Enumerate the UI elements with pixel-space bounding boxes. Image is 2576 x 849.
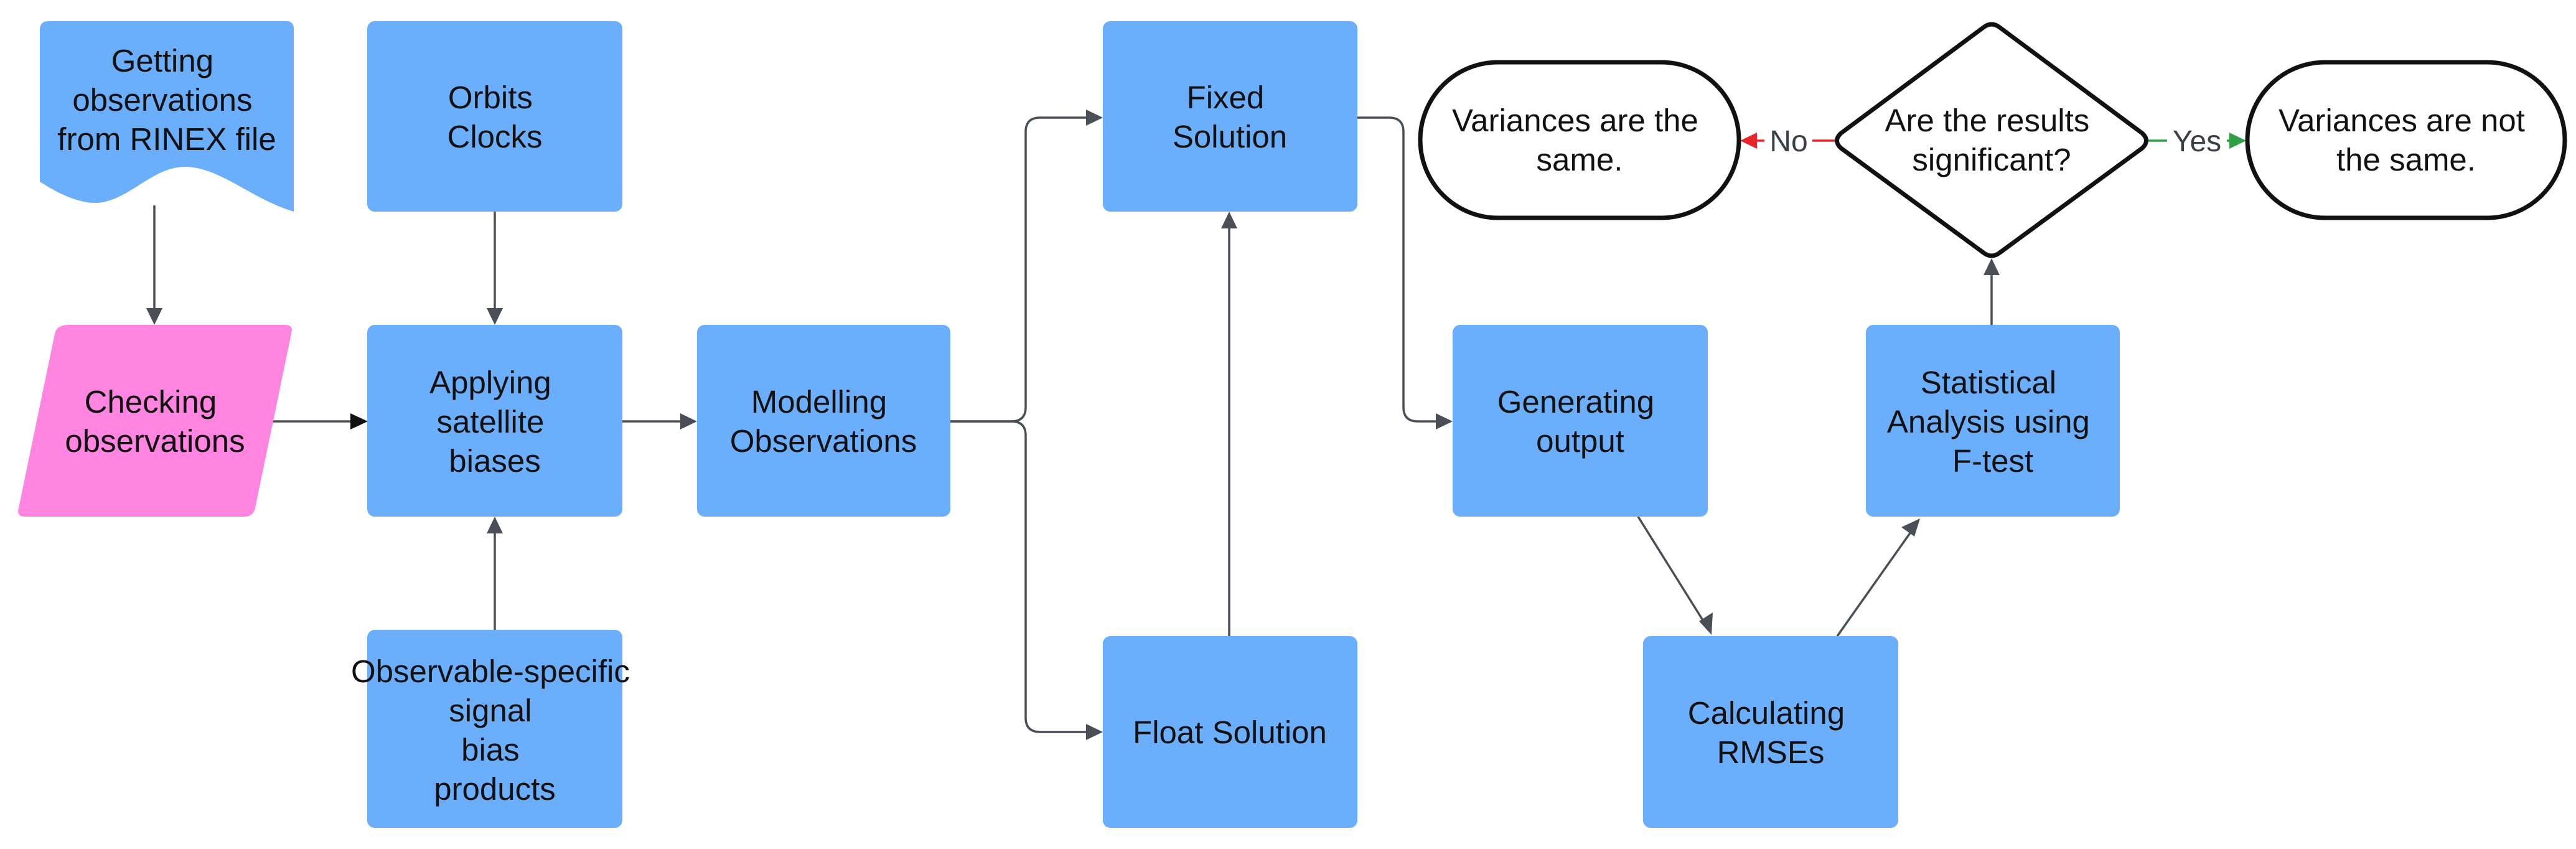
svg-text:Fixed Solution: Fixed Solution [1173,80,1287,154]
node-output-line1: Generating [1497,384,1654,420]
node-modelling: Modelling Observations [697,325,950,517]
arrowhead-yes [2229,133,2246,149]
arrowhead [1436,413,1453,429]
arrowhead [1221,212,1237,228]
node-fixed-line1: Fixed [1187,80,1265,115]
node-output-line2: output [1536,423,1624,459]
node-stat-line3: F-test [1952,443,2033,479]
node-notsame-line2: the same. [2336,142,2476,177]
node-stat-line1: Statistical [1921,365,2056,400]
arrowhead [487,308,503,325]
node-checking-line1: Checking [85,384,217,420]
node-rmse-line2: RMSEs [1717,734,1825,770]
svg-text:Are the results signif: Are the results significant? [1885,103,2099,177]
process-box [1103,636,1357,828]
svg-text:Modelling Observations: Modelling Observations [730,384,917,459]
node-orbits: Orbits Clocks [367,21,622,212]
svg-text:Orbits Clocks: Orbits Clocks [447,80,542,154]
arrowhead-no [1740,133,1757,149]
node-rinex-line3: from RINEX file [57,121,276,157]
svg-text:Checking observations: Checking observations [65,384,245,459]
edge-label-yes: Yes [2173,125,2221,158]
svg-text:Applying satellite: Applying satellite biases [429,365,560,479]
decision-diamond [1835,22,2148,258]
node-decision-line1: Are the results [1885,103,2090,138]
node-fixed-line2: Solution [1173,119,1287,154]
node-float-line1: Float Solution [1133,715,1327,750]
node-applying-line1: Applying [429,365,551,400]
edge-fixed-to-output [1357,116,1438,423]
arrowhead [350,413,368,429]
process-box [1643,636,1898,828]
svg-text:Calculating RMSEs: Calculating RMSEs [1688,695,1853,770]
process-box [1453,325,1708,517]
node-decision-line2: significant? [1912,142,2071,177]
svg-text:Float Solution: Float Solution [1133,715,1327,750]
arrowhead [1086,110,1103,126]
svg-text:Getting observations: Getting observations from RINEX file [57,43,276,157]
edge-rmse-to-stat [1836,531,1912,637]
node-applying-line2: satellite [436,404,544,439]
node-rmse-line1: Calculating [1688,695,1845,731]
arrowhead [680,413,697,429]
arrowhead [1086,724,1103,740]
node-osb: Observable-specific signal bias products [351,630,639,828]
node-modelling-line1: Modelling [751,384,887,420]
node-rinex-line1: Getting [111,43,213,78]
node-modelling-line2: Observations [730,423,917,459]
node-decision: Are the results significant? [1835,22,2148,258]
node-notsame: Variances are not the same. [2245,60,2567,220]
node-stat-line2: Analysis using [1887,404,2090,439]
process-box [367,325,622,517]
arrowhead [1699,612,1713,635]
node-float: Float Solution [1103,636,1357,828]
svg-text:Variances are the same: Variances are the same. [1452,103,1707,177]
node-osb-line1: Observable-specific [351,654,630,689]
node-same: Variances are the same. [1418,60,1741,220]
arrowhead [487,517,503,533]
node-stat: Statistical Analysis using F-test [1866,325,2120,517]
node-osb-line4: products [434,771,556,807]
node-notsame-line1: Variances are not [2279,103,2525,138]
edge-output-to-rmse [1637,516,1705,622]
process-box [367,21,622,212]
node-orbits-line1: Orbits [448,80,533,115]
node-checking: Checking observations [18,325,292,517]
terminal-shape [2245,60,2567,220]
nodes: Getting observations from RINEX file Orb… [18,21,2567,828]
process-box [367,630,622,828]
terminal-shape [1418,60,1741,220]
node-osb-line2: signal [449,693,532,728]
edge-modelling-to-fixed [950,116,1088,423]
node-rinex: Getting observations from RINEX file [40,21,294,212]
node-orbits-line2: Clocks [447,119,542,154]
node-rinex-line2: observations [72,82,252,118]
process-box [1866,325,2120,517]
node-checking-line2: observations [65,423,245,459]
parallelogram-shape [18,325,292,517]
svg-text:Generating output: Generating output [1497,384,1664,459]
node-applying: Applying satellite biases [367,325,622,517]
arrowhead [1984,258,2000,275]
process-box [697,325,950,517]
node-output: Generating output [1453,325,1708,517]
node-fixed: Fixed Solution [1103,21,1357,212]
node-same-line1: Variances are the [1452,103,1698,138]
node-rmse: Calculating RMSEs [1643,636,1898,828]
svg-text:Observable-specific si: Observable-specific signal bias products [351,654,639,807]
arrowhead [1901,518,1920,537]
arrowhead [146,308,162,325]
edge-modelling-to-float [950,420,1088,733]
node-osb-line3: bias [461,732,520,767]
svg-text:Statistical Analysis u: Statistical Analysis using F-test [1887,365,2099,479]
svg-text:Variances are not the: Variances are not the same. [2279,103,2534,177]
node-same-line2: same. [1537,142,1623,177]
node-applying-line3: biases [449,443,540,479]
process-box [1103,21,1357,212]
edge-label-no: No [1769,125,1807,158]
edges: No Yes [146,110,2246,740]
document-shape [40,21,294,212]
